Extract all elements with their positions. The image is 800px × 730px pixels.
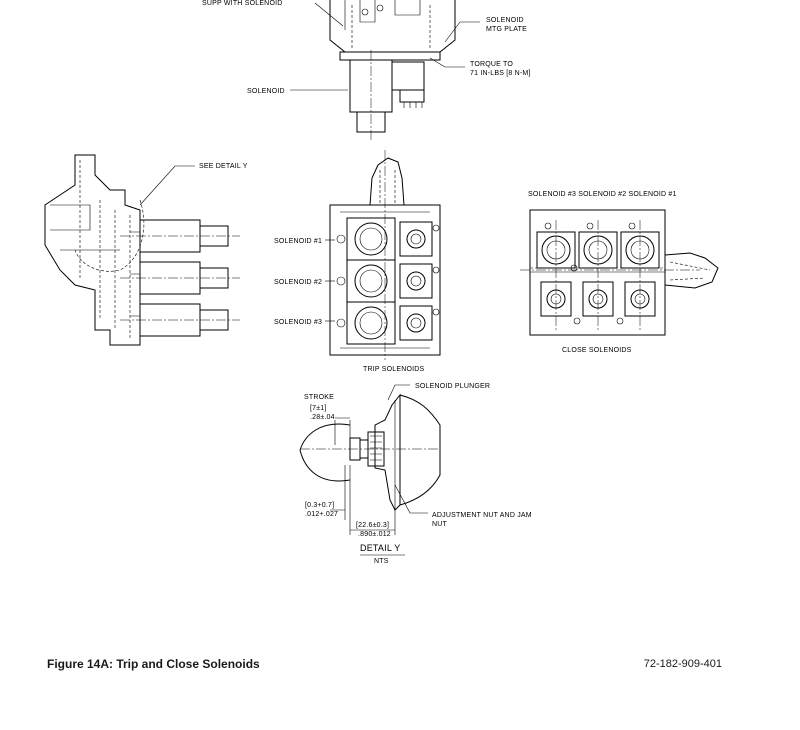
label-solenoid: SOLENOID — [247, 88, 285, 95]
label-trip-solenoid-3: SOLENOID #3 — [274, 319, 322, 326]
trip-solenoid-2 — [336, 259, 440, 303]
label-stroke: STROKE — [304, 394, 334, 401]
trip-solenoid-1 — [336, 217, 440, 261]
label-stroke-inch: .28±.04 — [310, 414, 335, 421]
side-solenoid-2 — [120, 261, 240, 295]
label-adj-nut-1: ADJUSTMENT NUT AND JAM — [432, 512, 532, 519]
leader-lines — [139, 2, 480, 514]
close-solenoid-1 — [570, 220, 660, 330]
label-solenoid-mtg-plate-1: SOLENOID — [486, 17, 524, 24]
label-len-inch: .890±.012 — [358, 531, 391, 538]
top-solenoid-view — [329, 0, 456, 140]
label-supp-with-solenoid: SUPP WITH SOLENOID — [202, 0, 282, 7]
trip-solenoids-view — [329, 150, 441, 360]
document-number: 72-182-909-401 — [643, 658, 722, 670]
label-gap-inch: .012+.027 — [305, 511, 338, 518]
trip-solenoid-3 — [336, 301, 440, 345]
label-stroke-metric: [7±1] — [310, 405, 327, 412]
label-adj-nut-2: NUT — [432, 521, 448, 528]
label-nts: NTS — [374, 558, 389, 565]
close-solenoids-view — [520, 209, 719, 336]
side-solenoid-3 — [120, 303, 240, 337]
label-trip-solenoids: TRIP SOLENOIDS — [363, 366, 425, 373]
label-torque-1: TORQUE TO — [470, 61, 513, 68]
label-solenoid-plunger: SOLENOID PLUNGER — [415, 383, 490, 390]
label-len-metric: [22.6±0.3] — [356, 522, 389, 529]
label-solenoid-mtg-plate-2: MTG PLATE — [486, 26, 527, 33]
side-solenoid-1 — [120, 219, 240, 253]
label-trip-solenoid-2: SOLENOID #2 — [274, 279, 322, 286]
label-see-detail-y: SEE DETAIL Y — [199, 163, 248, 170]
label-close-solenoids: CLOSE SOLENOIDS — [562, 347, 632, 354]
left-side-view — [44, 154, 240, 346]
label-torque-2: 71 IN-LBS [8 N-M] — [470, 70, 531, 77]
label-gap-metric: [0.3+0.7] — [305, 502, 334, 509]
detail-y-view — [299, 393, 441, 556]
label-close-header: SOLENOID #3 SOLENOID #2 SOLENOID #1 — [528, 191, 677, 198]
close-solenoid-3 — [536, 220, 581, 330]
label-trip-solenoid-1: SOLENOID #1 — [274, 238, 322, 245]
label-detail-y: DETAIL Y — [360, 543, 400, 553]
close-solenoid-2 — [578, 220, 624, 330]
figure-caption: Figure 14A: Trip and Close Solenoids — [47, 657, 260, 671]
labels: SUPP WITH SOLENOID SOLENOID MTG PLATE TO… — [199, 0, 677, 565]
